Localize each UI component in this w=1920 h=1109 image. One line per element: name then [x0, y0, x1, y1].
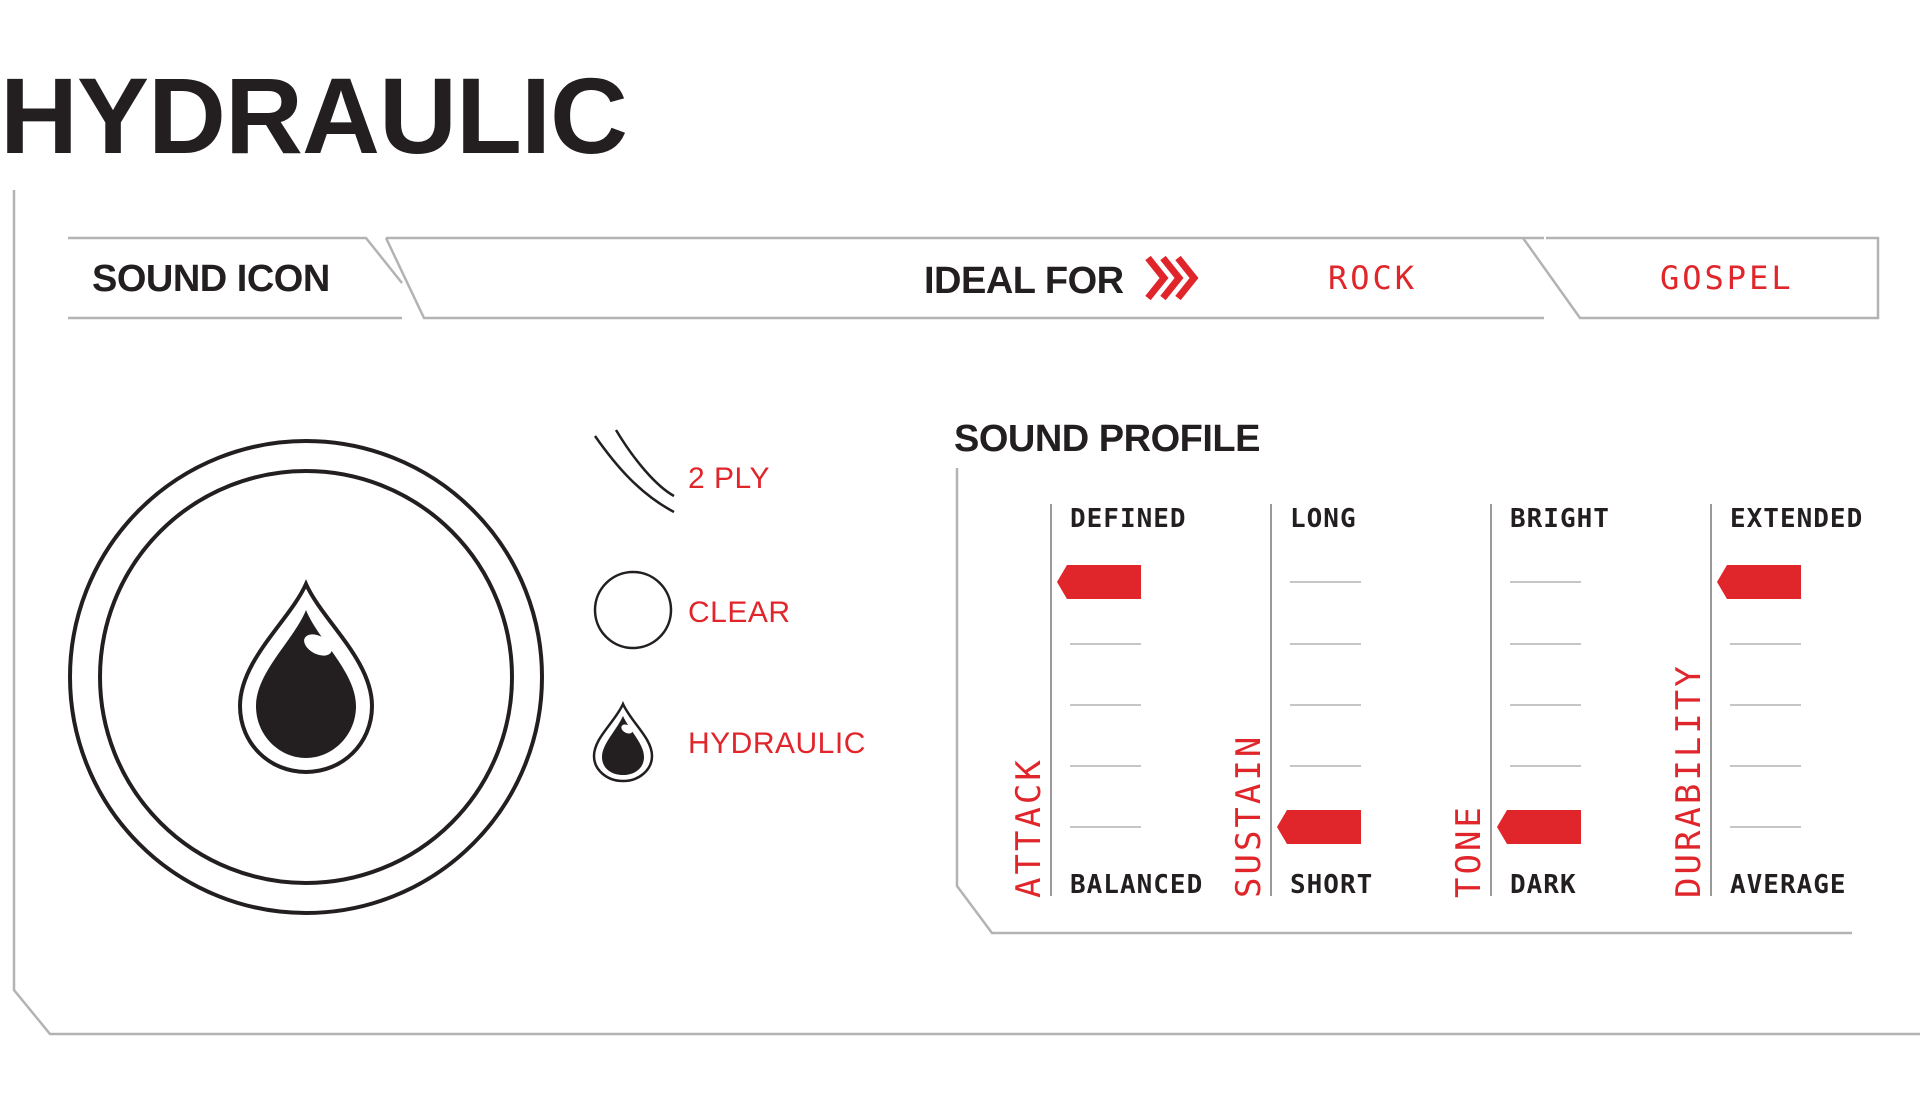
option-hydraulic-label: HYDRAULIC — [688, 727, 866, 760]
genre-gospel: GOSPEL — [1660, 259, 1794, 297]
sustain-top-label: LONG — [1290, 504, 1357, 534]
outer-panel-border — [12, 190, 1920, 1036]
gospel-box-border — [1521, 236, 1880, 320]
ply-arcs-icon — [593, 429, 675, 514]
attack-scale-name: ATTACK — [1009, 757, 1049, 898]
attack-bottom-label: BALANCED — [1070, 870, 1204, 900]
attack-level-marker — [1057, 565, 1141, 599]
tone-scale-name: TONE — [1449, 804, 1489, 898]
hydraulic-head-icon — [68, 439, 544, 915]
sustain-bottom-label: SHORT — [1290, 870, 1374, 900]
sustain-level-marker — [1277, 810, 1361, 844]
page-title: HYDRAULIC — [0, 55, 628, 176]
tone-level-marker — [1497, 810, 1581, 844]
sound-profile-heading: SOUND PROFILE — [954, 418, 1260, 460]
sound-icon-tab-border — [68, 236, 403, 284]
attack-top-label: DEFINED — [1070, 504, 1187, 534]
tone-top-label: BRIGHT — [1510, 504, 1610, 534]
clear-circle-icon — [593, 570, 673, 650]
hydraulic-drop-icon — [592, 700, 654, 783]
sustain-scale-name: SUSTAIN — [1229, 733, 1269, 898]
option-2-ply-label: 2 PLY — [688, 462, 770, 495]
durability-bottom-label: AVERAGE — [1730, 870, 1847, 900]
durability-scale-name: DURABILITY — [1669, 663, 1709, 898]
sound-profile-scales — [1050, 504, 1801, 896]
durability-top-label: EXTENDED — [1730, 504, 1864, 534]
option-clear-label: CLEAR — [688, 596, 791, 629]
ideal-for-label: IDEAL FOR — [924, 260, 1124, 302]
sound-profile-border — [955, 468, 1852, 935]
tone-bottom-label: DARK — [1510, 870, 1577, 900]
sound-icon-label: SOUND ICON — [92, 258, 330, 300]
genre-rock: ROCK — [1328, 259, 1418, 297]
chevrons-icon — [1145, 255, 1199, 301]
durability-level-marker — [1717, 565, 1801, 599]
